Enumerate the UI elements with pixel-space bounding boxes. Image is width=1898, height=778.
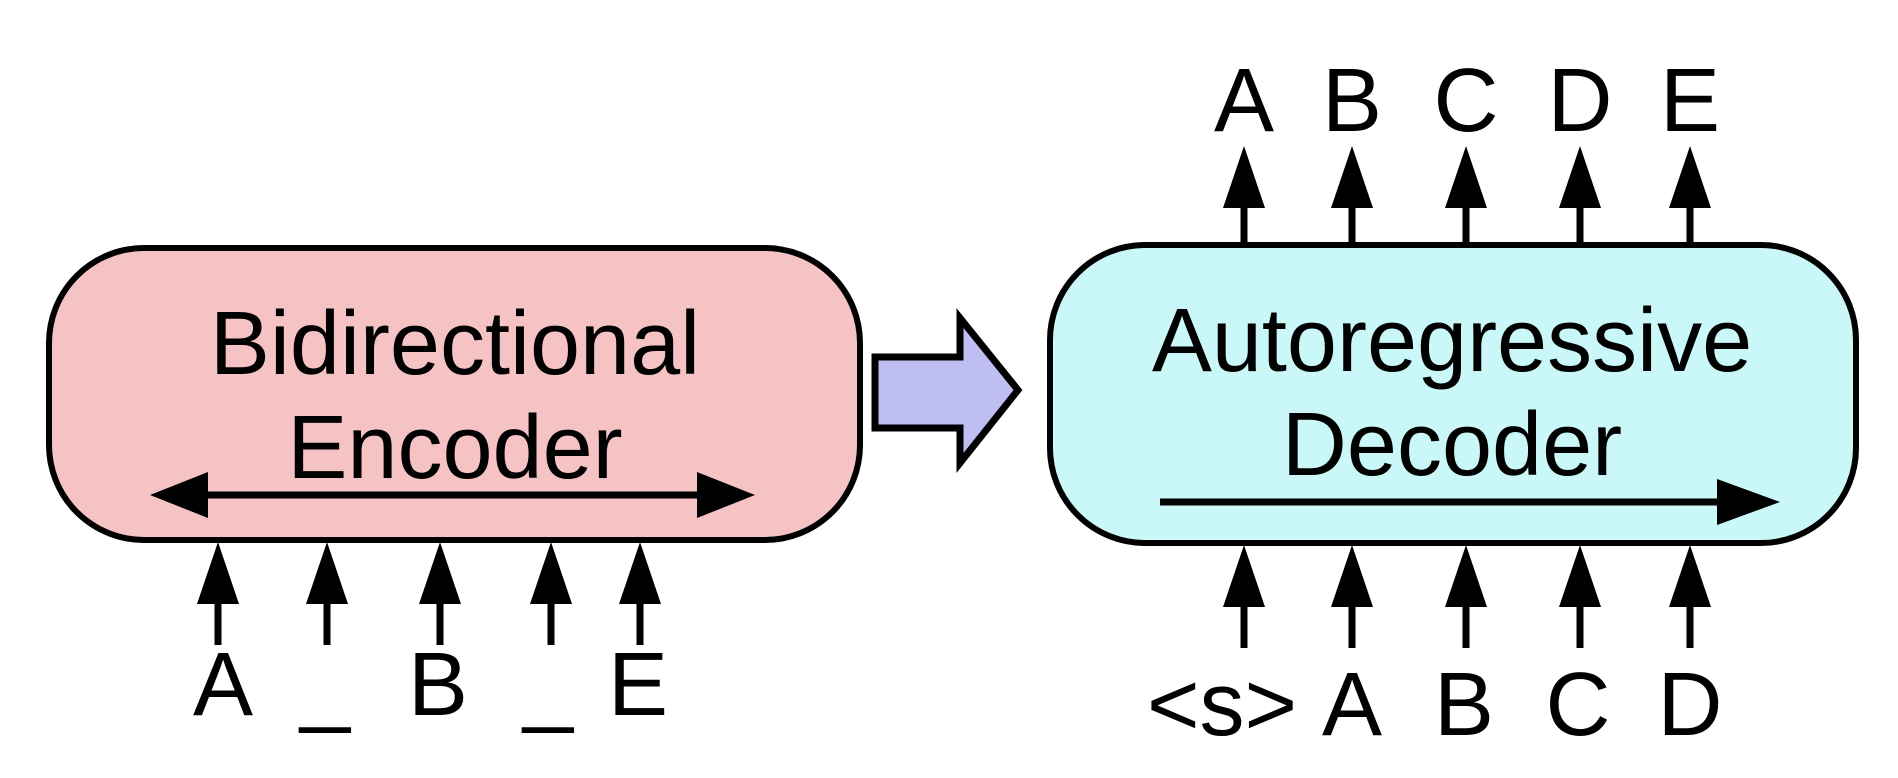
right-block-arrow-icon <box>871 308 1023 474</box>
bidirectional-arrow-right-head <box>697 472 755 518</box>
decoder-input-token: A <box>1322 655 1382 755</box>
encoder-input-token: _ <box>521 635 575 735</box>
up-arrow-icon <box>1331 545 1373 648</box>
encoder-label-line-2: Encoder <box>287 398 622 498</box>
encoder-input-token: E <box>608 635 668 735</box>
decoder-output-arrows <box>1223 146 1711 245</box>
decoder-output-token: A <box>1214 51 1274 151</box>
decoder-label-line-2: Decoder <box>1282 395 1622 495</box>
decoder-box <box>1047 242 1859 546</box>
up-arrow-icon <box>197 542 239 645</box>
up-arrow-icon <box>1669 146 1711 245</box>
decoder-output-token: B <box>1322 51 1382 151</box>
decoder-input-token: C <box>1546 655 1611 755</box>
decoder-output-token: D <box>1548 51 1613 151</box>
up-arrow-icon <box>1223 545 1265 648</box>
up-arrow-icon <box>1223 146 1265 245</box>
up-arrow-icon <box>1445 545 1487 648</box>
encoder-input-token: B <box>408 635 468 735</box>
bidirectional-arrow-icon <box>150 472 755 518</box>
up-arrow-icon <box>1331 146 1373 245</box>
up-arrow-icon <box>306 542 348 645</box>
decoder-output-token: C <box>1434 51 1499 151</box>
decoder-label-line-1: Autoregressive <box>1152 291 1752 391</box>
up-arrow-icon <box>1445 146 1487 245</box>
up-arrow-icon <box>419 542 461 645</box>
up-arrow-icon <box>1559 146 1601 245</box>
up-arrow-icon <box>530 542 572 645</box>
encoder-input-token: _ <box>298 635 352 735</box>
encoder-input-arrows <box>197 542 661 645</box>
encoder-input-token: A <box>193 635 253 735</box>
up-arrow-icon <box>1669 545 1711 648</box>
encoder-label-line-1: Bidirectional <box>210 294 700 394</box>
right-arrow-head <box>1717 479 1780 525</box>
decoder-input-token: B <box>1434 655 1494 755</box>
bidirectional-arrow-left-head <box>150 472 208 518</box>
up-arrow-icon <box>1559 545 1601 648</box>
up-arrow-icon <box>619 542 661 645</box>
decoder-input-token: D <box>1658 655 1723 755</box>
decoder-input-token: <s> <box>1147 655 1297 755</box>
encoder-box <box>46 245 863 543</box>
right-arrow-icon <box>1160 479 1780 525</box>
decoder-input-arrows <box>1223 545 1711 648</box>
decoder-output-token: E <box>1660 51 1720 151</box>
